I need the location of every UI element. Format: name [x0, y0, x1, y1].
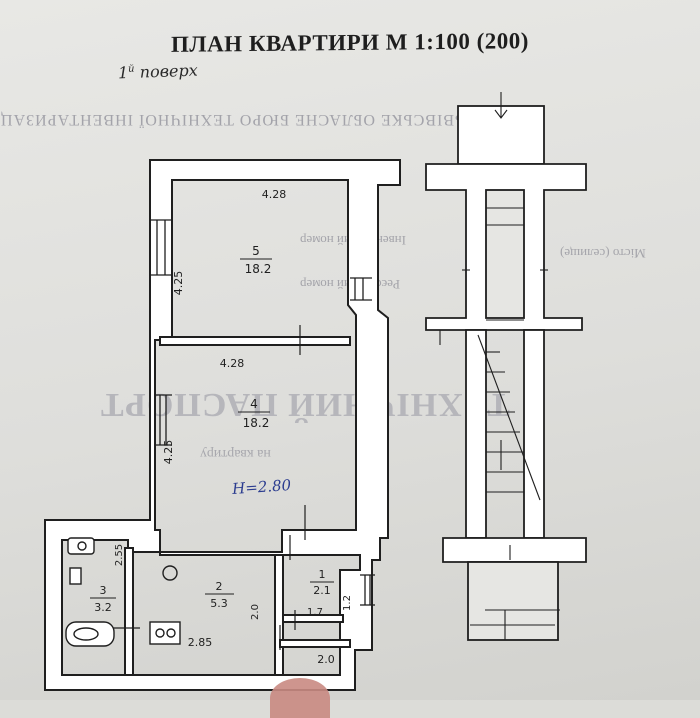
room2-width-dim: 2.85: [188, 636, 213, 649]
ceiling-height-note: H=2.80: [231, 476, 293, 498]
floor-plan-drawing: 5 18.2 4 18.2 3 3.2 2 5.3 1 2.1 4.28 4.2…: [44, 92, 587, 691]
room3-area: 3.2: [94, 601, 112, 614]
door-marks: [110, 325, 306, 650]
room1-width-dim: 1.7: [307, 607, 323, 618]
room5-area: 18.2: [245, 262, 272, 276]
washbasin-icon: [67, 537, 95, 555]
room2-number: 2: [216, 580, 223, 593]
gas-boiler-icon: [162, 565, 178, 581]
window-room4: [155, 394, 172, 446]
room3-number: 3: [100, 584, 107, 597]
bathtub-icon: [65, 621, 115, 647]
building-section: [425, 105, 587, 641]
room4-area: 18.2: [243, 416, 270, 430]
section-lower-right-wall: [523, 329, 545, 539]
bathroom-fixtures: [65, 537, 181, 647]
windows: [150, 219, 375, 606]
partition-room5-room4: [159, 336, 351, 346]
section-basement: [467, 561, 559, 641]
partitions: [124, 336, 351, 676]
stove-icon: [149, 621, 181, 645]
outer-wall: [44, 159, 401, 691]
room2-area: 5.3: [210, 597, 228, 610]
section-details: [439, 92, 560, 640]
room1-length-dim: 1.2: [342, 595, 353, 611]
entry-width-dim: 2.0: [317, 653, 335, 666]
section-upper-void: [485, 189, 525, 319]
window-room5: [150, 219, 172, 276]
window-room5-east: [350, 277, 372, 301]
section-lower-left-wall: [465, 329, 487, 539]
partition-entry: [279, 639, 351, 648]
room3-width-dim: 2.55: [114, 544, 125, 566]
toilet-icon: [69, 567, 82, 585]
room4-number: 4: [250, 397, 258, 411]
apartment-walls: [44, 159, 401, 691]
photo-finger-edge: [270, 678, 330, 718]
partition-room2-room1: [274, 554, 284, 676]
room1-number: 1: [319, 568, 326, 581]
room5-number: 5: [252, 244, 260, 258]
partition-room1-lower: [282, 614, 344, 623]
room5-length-dim: 4.25: [172, 271, 185, 296]
room5-width-dim: 4.28: [262, 188, 287, 201]
partition-bath: [124, 547, 134, 676]
room2-length-dim: 2.0: [250, 604, 261, 620]
room-labels: 5 18.2 4 18.2 3 3.2 2 5.3 1 2.1: [90, 244, 334, 614]
dimension-labels: 4.28 4.25 4.28 4.25 2.55 2.85 2.0 1.7 1.…: [114, 188, 353, 666]
section-base-band: [442, 537, 587, 563]
room4-length-dim: 4.25: [162, 440, 175, 465]
room4-width-dim: 4.28: [220, 357, 245, 370]
room1-area: 2.1: [313, 584, 331, 597]
window-room1: [360, 574, 375, 606]
